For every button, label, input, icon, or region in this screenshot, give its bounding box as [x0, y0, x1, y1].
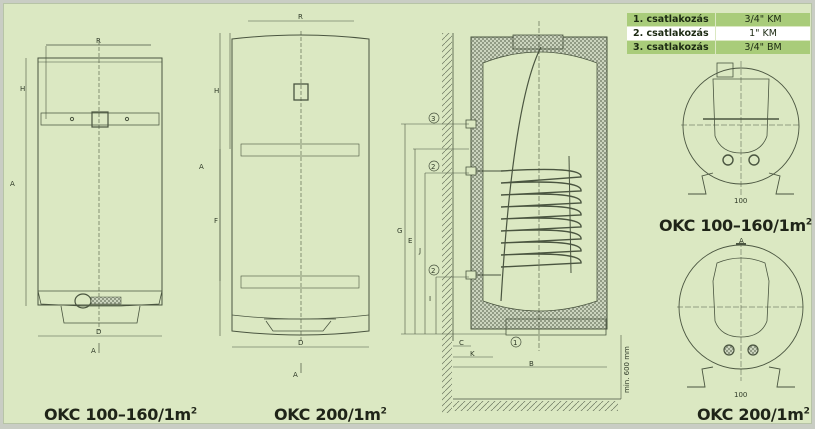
dim-k: K	[470, 350, 475, 358]
dim-r-large: R	[298, 13, 303, 21]
front-view-large	[219, 20, 370, 373]
title-okc-100-160-front: OKC 100–160/1m2	[44, 405, 197, 424]
connection-value: 3/4" KM	[715, 12, 811, 27]
dim-r-small: R	[96, 37, 101, 45]
dim-f-large: F	[214, 217, 218, 225]
dim-j: J	[418, 247, 421, 255]
connection-label: 2. csatlakozás	[625, 26, 717, 41]
title-okc-200-top: OKC 200/1m2	[697, 405, 810, 424]
dim-h-large: H	[214, 87, 219, 95]
callout-1: 1	[513, 339, 517, 347]
callout-3: 3	[431, 115, 435, 123]
connections-table: 1. csatlakozás 3/4" KM 2. csatlakozás 1"…	[625, 12, 811, 55]
dim-b: B	[529, 360, 534, 368]
connection-label: 1. csatlakozás	[625, 12, 717, 27]
dim-g: G	[397, 227, 402, 235]
technical-drawing-sheet: R H A D A R H A F D A G E J I C K B 3 2 …	[3, 3, 812, 424]
callout-2-lower: 2	[431, 267, 435, 275]
spacing-large: 100	[734, 391, 747, 399]
dim-i: I	[429, 295, 431, 303]
callout-2-upper: 2	[431, 163, 435, 171]
spacing-small: 100	[734, 197, 747, 205]
arrow-a-small: A	[91, 347, 96, 355]
dim-a-large: A	[199, 163, 204, 171]
drawing-svg: R H A D A R H A F D A G E J I C K B 3 2 …	[10, 13, 805, 413]
connection-label: 3. csatlakozás	[625, 40, 717, 55]
title-okc-200-front: OKC 200/1m2	[274, 405, 387, 424]
dim-e: E	[408, 237, 412, 245]
front-view-small	[25, 41, 163, 353]
dim-c: C	[459, 339, 464, 347]
dim-a-small: A	[10, 180, 15, 188]
dim-h-small: H	[20, 85, 25, 93]
table-row: 2. csatlakozás 1" KM	[625, 26, 811, 41]
arrow-a-top: A	[739, 237, 744, 245]
arrow-a-large: A	[293, 371, 298, 379]
section-view	[401, 21, 622, 413]
dim-d-large: D	[298, 339, 303, 347]
connection-value: 3/4" BM	[715, 40, 811, 55]
clearance-label: min. 600 mm	[623, 346, 631, 393]
top-view-large	[677, 241, 805, 388]
dim-d-small: D	[96, 328, 101, 336]
connection-value: 1" KM	[715, 26, 811, 41]
table-row: 1. csatlakozás 3/4" KM	[625, 12, 811, 27]
top-view-small	[681, 61, 801, 196]
table-row: 3. csatlakozás 3/4" BM	[625, 40, 811, 55]
title-okc-100-160-top: OKC 100–160/1m2	[659, 216, 812, 235]
